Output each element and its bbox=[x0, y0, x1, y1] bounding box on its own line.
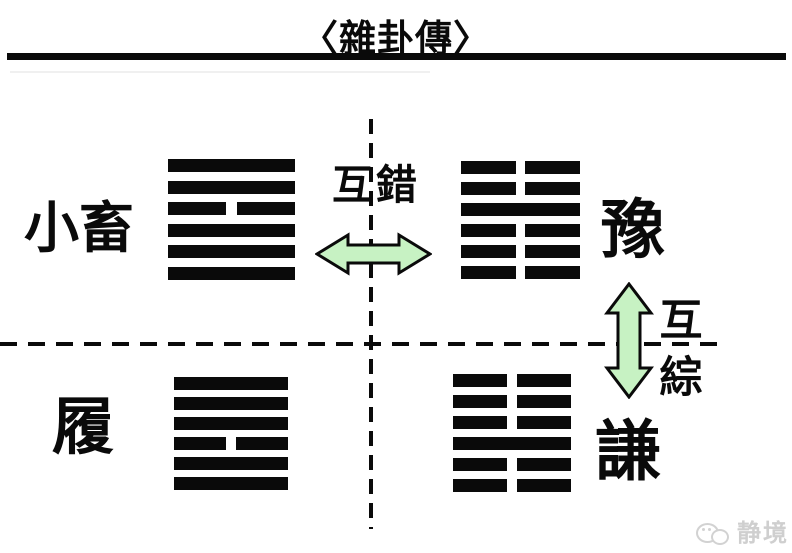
hexagram-line-segment bbox=[453, 374, 508, 387]
hexagram-line-broken bbox=[461, 245, 580, 258]
hexagram-line-solid bbox=[174, 477, 288, 490]
hexagram-line-solid bbox=[174, 377, 288, 390]
hexagram-line-segment bbox=[525, 266, 580, 279]
hexagram-yu bbox=[461, 161, 580, 279]
hexagram-line-segment bbox=[525, 182, 580, 195]
relation-label-hu-zong-char-1: 互 bbox=[659, 298, 703, 345]
horizontal-dashed-divider bbox=[0, 342, 718, 346]
hexagram-line-solid bbox=[461, 203, 580, 216]
hexagram-line-solid bbox=[453, 437, 571, 450]
chat-bubbles-icon bbox=[696, 521, 730, 547]
hexagram-line-broken bbox=[453, 416, 571, 429]
hexagram-line-solid bbox=[174, 457, 288, 470]
relation-label-hu-cuo: 互錯 bbox=[332, 162, 420, 208]
hexagram-line-broken bbox=[461, 161, 580, 174]
hexagram-qian bbox=[453, 374, 571, 492]
hexagram-line-broken bbox=[453, 479, 571, 492]
relation-label-hu-zong: 互 綜 bbox=[655, 293, 707, 407]
hexagram-line-broken bbox=[453, 458, 571, 471]
hexagram-line-segment bbox=[516, 374, 571, 387]
chat-bubble-small bbox=[711, 529, 729, 545]
hexagram-line-solid bbox=[168, 180, 295, 194]
hexagram-lu bbox=[174, 377, 288, 490]
hexagram-line-segment bbox=[453, 479, 508, 492]
hexagram-line-segment bbox=[461, 182, 516, 195]
bubble-eye-right bbox=[708, 528, 711, 531]
hexagram-line-broken bbox=[461, 224, 580, 237]
hexagram-line-broken bbox=[461, 182, 580, 195]
hexagram-line-segment bbox=[235, 437, 288, 450]
vertical-dashed-divider bbox=[369, 119, 373, 529]
hexagram-line-segment bbox=[174, 437, 227, 450]
double-arrow-vertical-icon bbox=[604, 282, 654, 399]
relation-label-hu-zong-char-2: 綜 bbox=[659, 355, 703, 402]
hexagram-line-segment bbox=[453, 416, 508, 429]
hexagram-line-segment bbox=[461, 224, 516, 237]
hexagram-line-segment bbox=[516, 458, 571, 471]
hexagram-line-solid bbox=[174, 397, 288, 410]
double-arrow-horizontal-shape bbox=[315, 232, 432, 276]
hexagram-xiao-xu bbox=[168, 159, 295, 280]
hexagram-line-broken bbox=[174, 437, 288, 450]
hexagram-line-segment bbox=[461, 266, 516, 279]
scan-artifact-line bbox=[10, 71, 430, 73]
label-qian: 謙 bbox=[595, 416, 661, 489]
double-arrow-vertical-shape bbox=[604, 282, 654, 399]
label-lu: 履 bbox=[52, 394, 115, 462]
hexagram-line-segment bbox=[525, 245, 580, 258]
hexagram-line-solid bbox=[174, 417, 288, 430]
hexagram-line-broken bbox=[461, 266, 580, 279]
label-yu: 豫 bbox=[601, 195, 665, 266]
watermark-text: 静境 bbox=[737, 521, 789, 547]
hexagram-line-solid bbox=[168, 266, 295, 280]
hexagram-line-broken bbox=[168, 202, 295, 216]
hexagram-line-broken bbox=[453, 395, 571, 408]
hexagram-line-segment bbox=[516, 416, 571, 429]
bubble-eye-left bbox=[702, 528, 705, 531]
hexagram-line-segment bbox=[461, 161, 516, 174]
hexagram-line-solid bbox=[168, 159, 295, 172]
title-rule bbox=[7, 53, 786, 60]
hexagram-line-solid bbox=[168, 223, 295, 237]
hexagram-line-segment bbox=[525, 224, 580, 237]
hexagram-line-segment bbox=[461, 245, 516, 258]
hexagram-line-broken bbox=[453, 374, 571, 387]
hexagram-line-segment bbox=[516, 479, 571, 492]
double-arrow-horizontal-icon bbox=[315, 232, 432, 276]
hexagram-line-segment bbox=[453, 458, 508, 471]
hexagram-line-segment bbox=[453, 395, 508, 408]
hexagram-line-segment bbox=[236, 202, 295, 216]
watermark: 静境 bbox=[696, 521, 789, 547]
hexagram-line-segment bbox=[168, 202, 227, 216]
label-xiao-xu: 小畜 bbox=[24, 198, 135, 259]
hexagram-line-segment bbox=[516, 395, 571, 408]
hexagram-line-segment bbox=[525, 161, 580, 174]
hexagram-line-solid bbox=[168, 245, 295, 259]
